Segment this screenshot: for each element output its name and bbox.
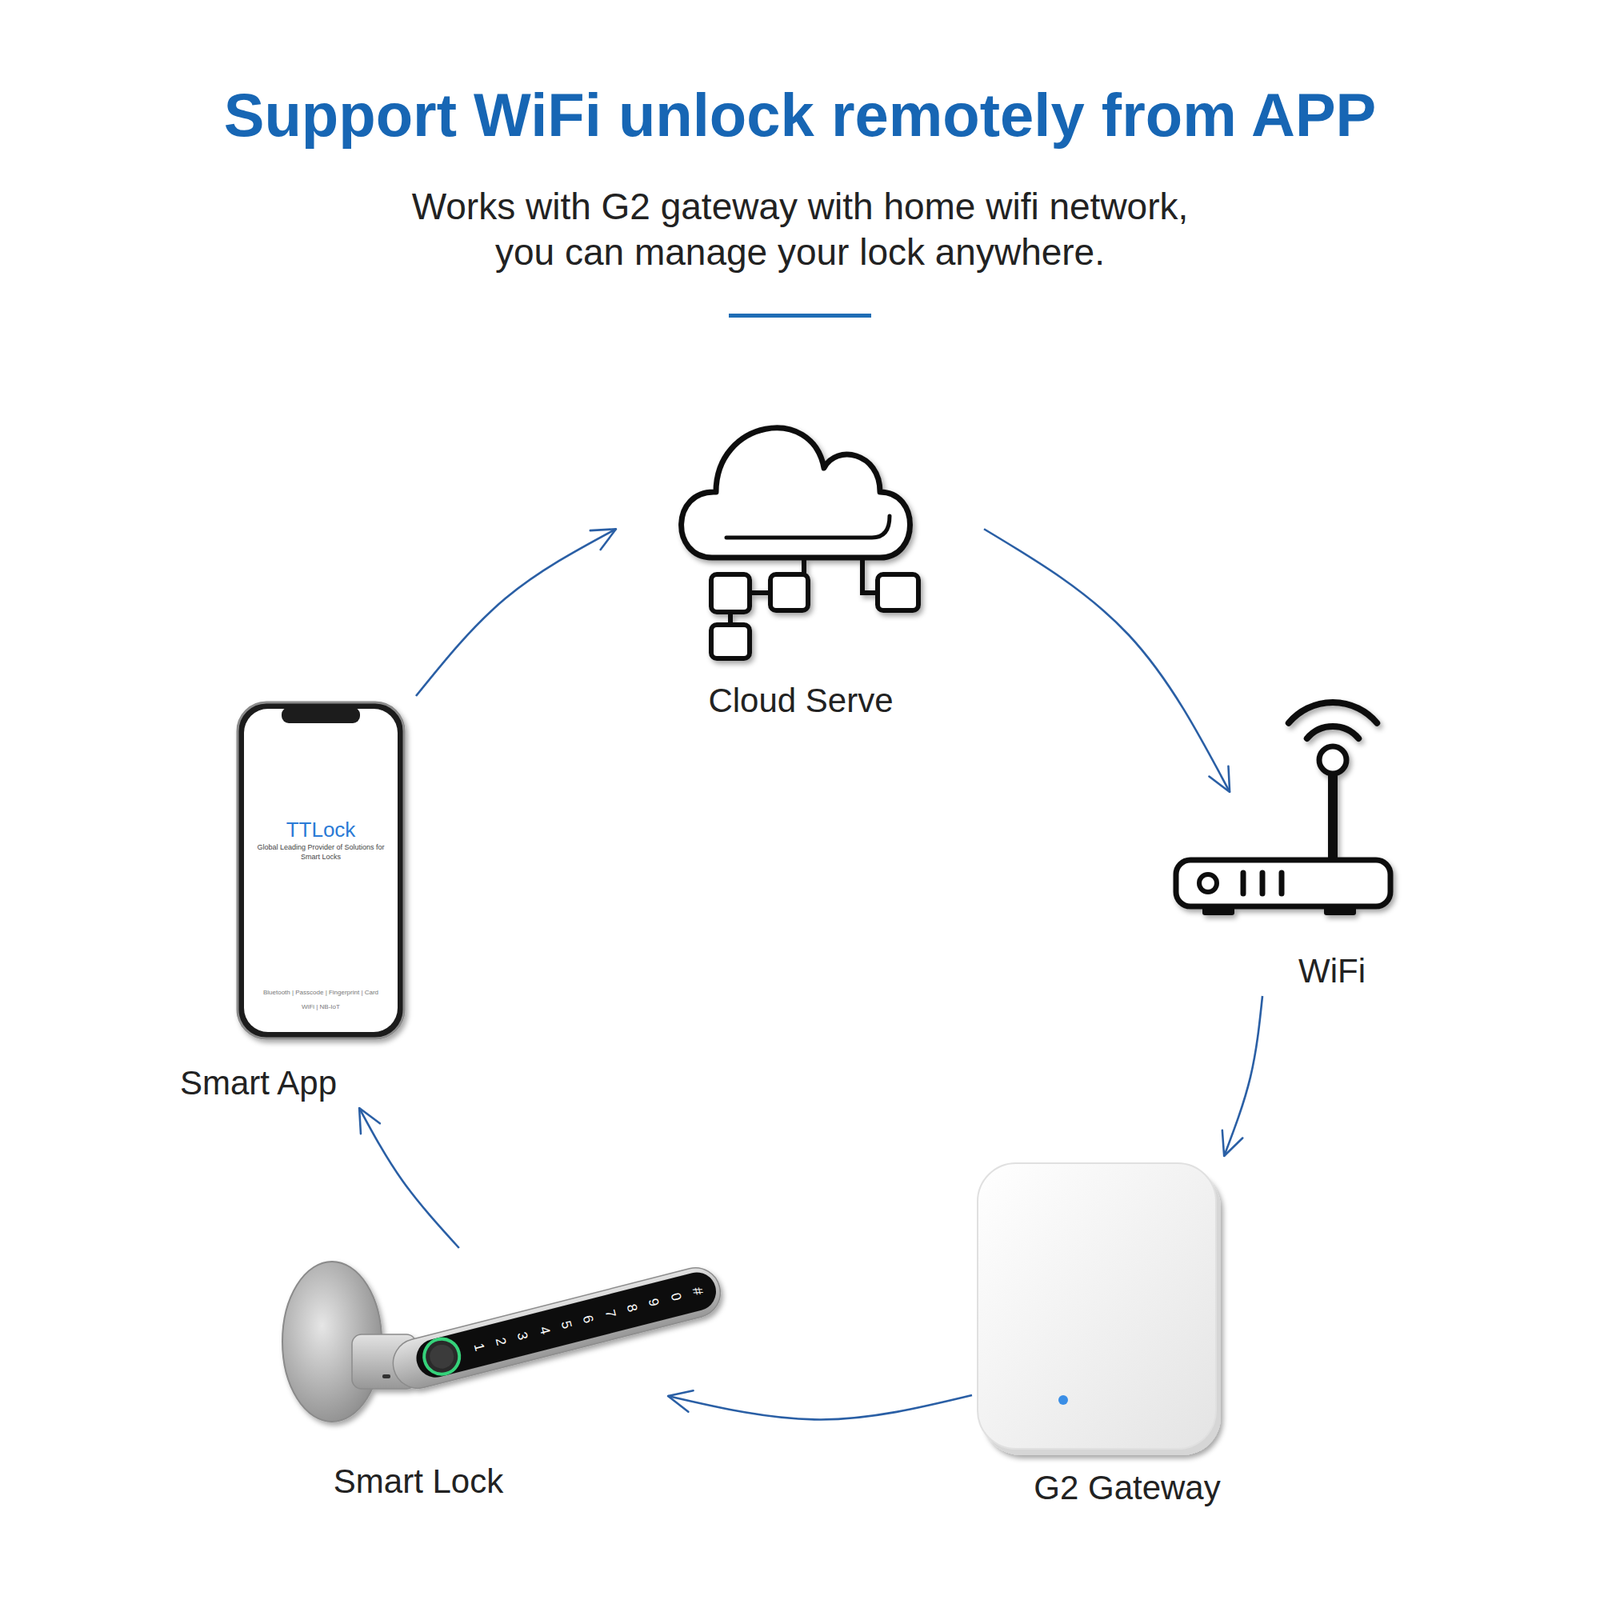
- cloud-server-node: Cloud Serve: [616, 412, 984, 724]
- flow-arrow: [1224, 996, 1263, 1156]
- node-label: Smart Lock: [290, 1461, 547, 1502]
- router-bar: [1240, 872, 1247, 894]
- node-label: Cloud Serve: [632, 680, 969, 721]
- node-label: Smart App: [138, 1063, 379, 1104]
- cloud-icon: [681, 428, 919, 659]
- flow-arrow: [359, 1108, 460, 1248]
- gateway-device: [977, 1163, 1221, 1456]
- lock-slot: [382, 1374, 391, 1379]
- keypad-panel: [412, 1268, 720, 1382]
- router-body: [1176, 860, 1391, 907]
- network-wire: [749, 590, 771, 596]
- wifi-router-node: WiFi: [1168, 792, 1400, 996]
- router-icon: [1176, 702, 1391, 916]
- phone-screen: [244, 708, 398, 1032]
- subtitle: Works with G2 gateway with home wifi net…: [396, 184, 1204, 276]
- flow-arrow: [416, 528, 616, 696]
- network-square: [770, 574, 808, 611]
- title-rule: [728, 313, 872, 318]
- fingerprint-ring: [420, 1335, 464, 1379]
- antenna-tip: [1319, 746, 1347, 774]
- network-square: [711, 624, 750, 659]
- network-square: [877, 574, 919, 611]
- screen-text: Bluetooth | Passcode | Fingerprint | Car…: [260, 985, 381, 1015]
- lock-device: [282, 1261, 726, 1422]
- phone-notch: [281, 707, 360, 724]
- router-light: [1199, 874, 1217, 892]
- lever-body: [388, 1262, 726, 1394]
- network-square: [711, 574, 750, 612]
- gateway-led: [1058, 1395, 1068, 1405]
- flow-arrow: [668, 1395, 972, 1420]
- router-bar: [1279, 872, 1285, 894]
- smart-lock-node: Smart Lock: [276, 1248, 668, 1504]
- gateway-body: [977, 1163, 1216, 1449]
- node-label: G2 Gateway: [999, 1468, 1256, 1508]
- wifi-wave: [1288, 702, 1377, 724]
- screen-text: Global Leading Provider of Solutions for…: [252, 842, 389, 862]
- smart-app-node: TTLockGlobal Leading Provider of Solutio…: [128, 696, 416, 1108]
- network-wire: [801, 557, 807, 575]
- gateway-node: G2 Gateway: [972, 1156, 1236, 1512]
- router-bar: [1260, 872, 1266, 894]
- wifi-wave: [1307, 726, 1359, 739]
- node-label: WiFi: [1236, 951, 1428, 992]
- phone-frame: [237, 702, 404, 1039]
- router-antenna: [1328, 772, 1338, 861]
- app-brand: TTLock: [248, 817, 393, 842]
- cloud-highlight: [726, 516, 890, 538]
- fingerprint-sensor: [427, 1341, 456, 1371]
- cloud-outline: [681, 428, 911, 558]
- lock-lever: [388, 1262, 726, 1394]
- title: Support WiFi unlock remotely from APP: [0, 78, 1600, 152]
- phone-device: [237, 702, 404, 1039]
- flow-arrow: [984, 528, 1230, 792]
